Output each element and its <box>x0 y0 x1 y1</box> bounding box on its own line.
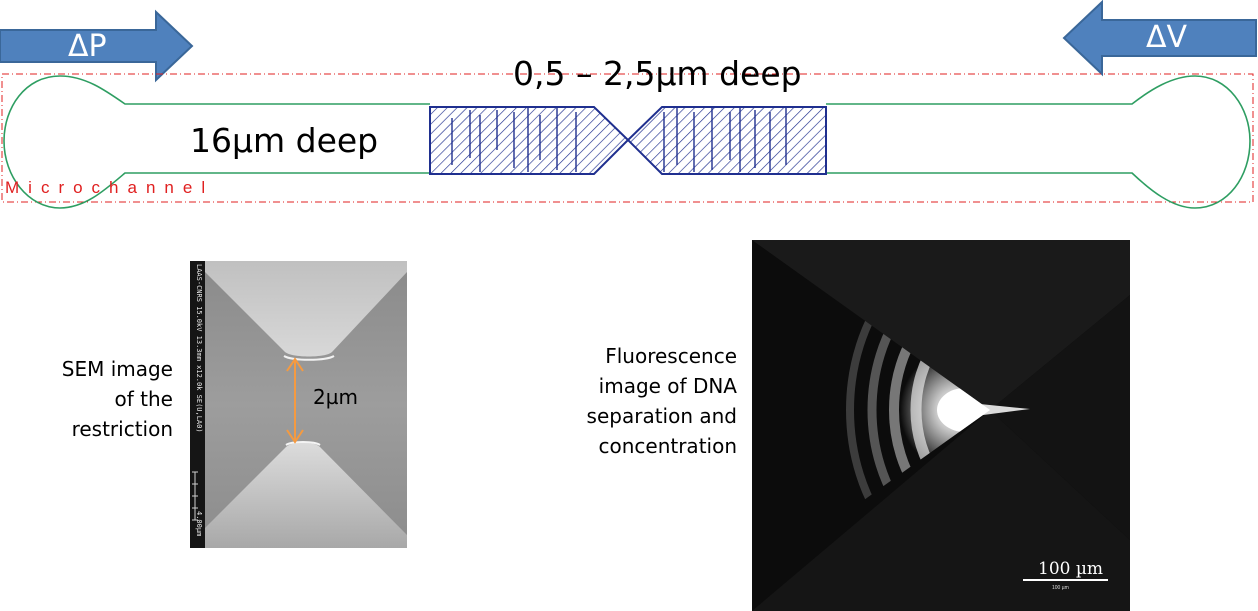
fluorescence-caption: Fluorescence image of DNA separation and… <box>587 341 737 461</box>
microchannel-dashed-box <box>1 73 1254 203</box>
sem-scale-text: 4.00µm <box>195 511 203 537</box>
scale-bar-sublabel: 100 µm <box>1052 585 1069 591</box>
fluorescence-caption-line: image of DNA <box>598 374 737 398</box>
scale-bar-label: 100 µm <box>1038 559 1104 579</box>
sem-image <box>205 261 407 548</box>
pressure-arrow <box>0 9 194 83</box>
channel-outline <box>3 75 1251 209</box>
pressure-label: ΔP <box>68 29 107 64</box>
fluorescence-image <box>752 240 1130 611</box>
fluorescence-caption-line: concentration <box>598 434 737 458</box>
restriction-zone <box>429 106 827 175</box>
voltage-arrow <box>1062 0 1257 77</box>
sem-caption: SEM image of the restriction <box>62 354 173 444</box>
voltage-label: ΔV <box>1146 20 1188 55</box>
fluorescence-caption-line: Fluorescence <box>605 344 737 368</box>
microchannel-label: Microchannel <box>5 178 215 197</box>
sem-scale-ticks <box>192 471 198 521</box>
gap-arrow <box>286 357 304 444</box>
channel-depth-label: 16µm deep <box>190 121 379 160</box>
sem-caption-line: of the <box>114 387 173 411</box>
restriction-depth-label: 0,5 – 2,5µm deep <box>513 54 802 93</box>
sem-caption-line: restriction <box>71 417 173 441</box>
sem-info-text: LAAS-CNRS 15.0kV 13.3mm x12.0k SE(U,LA0) <box>195 264 203 433</box>
sem-caption-line: SEM image <box>61 357 173 381</box>
fluorescence-caption-line: separation and <box>586 404 737 428</box>
sem-info-strip <box>190 261 205 548</box>
gap-label: 2µm <box>313 385 358 409</box>
